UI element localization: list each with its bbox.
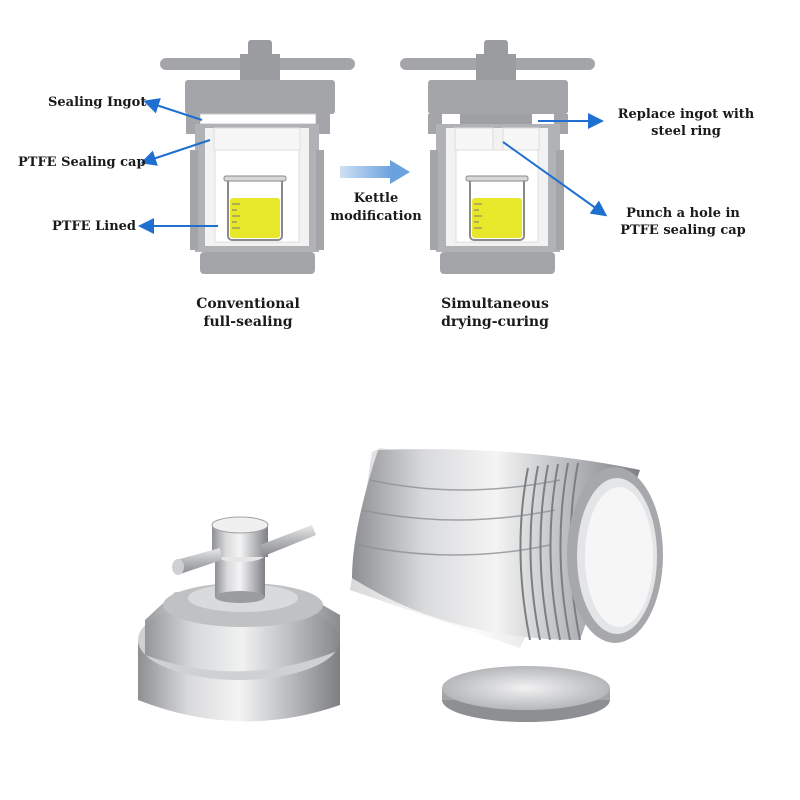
label-ptfe-lined: PTFE Lined: [52, 219, 137, 234]
kettle-modification-line2: modification: [330, 209, 422, 224]
caption-simultaneous-line2: drying-curing: [441, 314, 549, 330]
right-label-arrows: [502, 113, 608, 217]
steel-disc-photo: [442, 666, 610, 722]
arrow-sealing-ingot: [143, 98, 203, 121]
kettle-modification-label: Kettle modification: [322, 190, 430, 226]
kettle-modification-arrow: [340, 160, 410, 184]
caption-simultaneous: Simultaneous drying-curing: [420, 295, 570, 331]
arrow-ptfe-sealing-cap: [140, 139, 211, 166]
label-punch-hole-line1: Punch a hole in: [626, 206, 740, 221]
modified-autoclave-diagram: [400, 40, 595, 274]
caption-conventional-line2: full-sealing: [203, 314, 293, 330]
label-replace-ingot-line2: steel ring: [651, 124, 721, 139]
kettle-modification-line1: Kettle: [353, 191, 399, 206]
caption-conventional: Conventional full-sealing: [188, 295, 308, 331]
label-replace-ingot-line1: Replace ingot with: [617, 107, 755, 122]
arrow-punch-hole: [502, 141, 608, 217]
label-sealing-ingot: Sealing Ingot: [48, 95, 147, 110]
caption-simultaneous-line1: Simultaneous: [441, 296, 549, 312]
label-punch-hole: Punch a hole in PTFE sealing cap: [608, 205, 758, 239]
label-punch-hole-line2: PTFE sealing cap: [620, 223, 746, 238]
label-ptfe-sealing-cap: PTFE Sealing cap: [18, 155, 146, 170]
caption-conventional-line1: Conventional: [196, 296, 300, 312]
autoclave-body-photo: [350, 448, 663, 648]
label-replace-ingot: Replace ingot with steel ring: [608, 106, 764, 140]
autoclave-lid-photo: [138, 516, 340, 722]
conventional-autoclave-diagram: [160, 40, 355, 274]
left-label-arrows: [138, 98, 218, 234]
